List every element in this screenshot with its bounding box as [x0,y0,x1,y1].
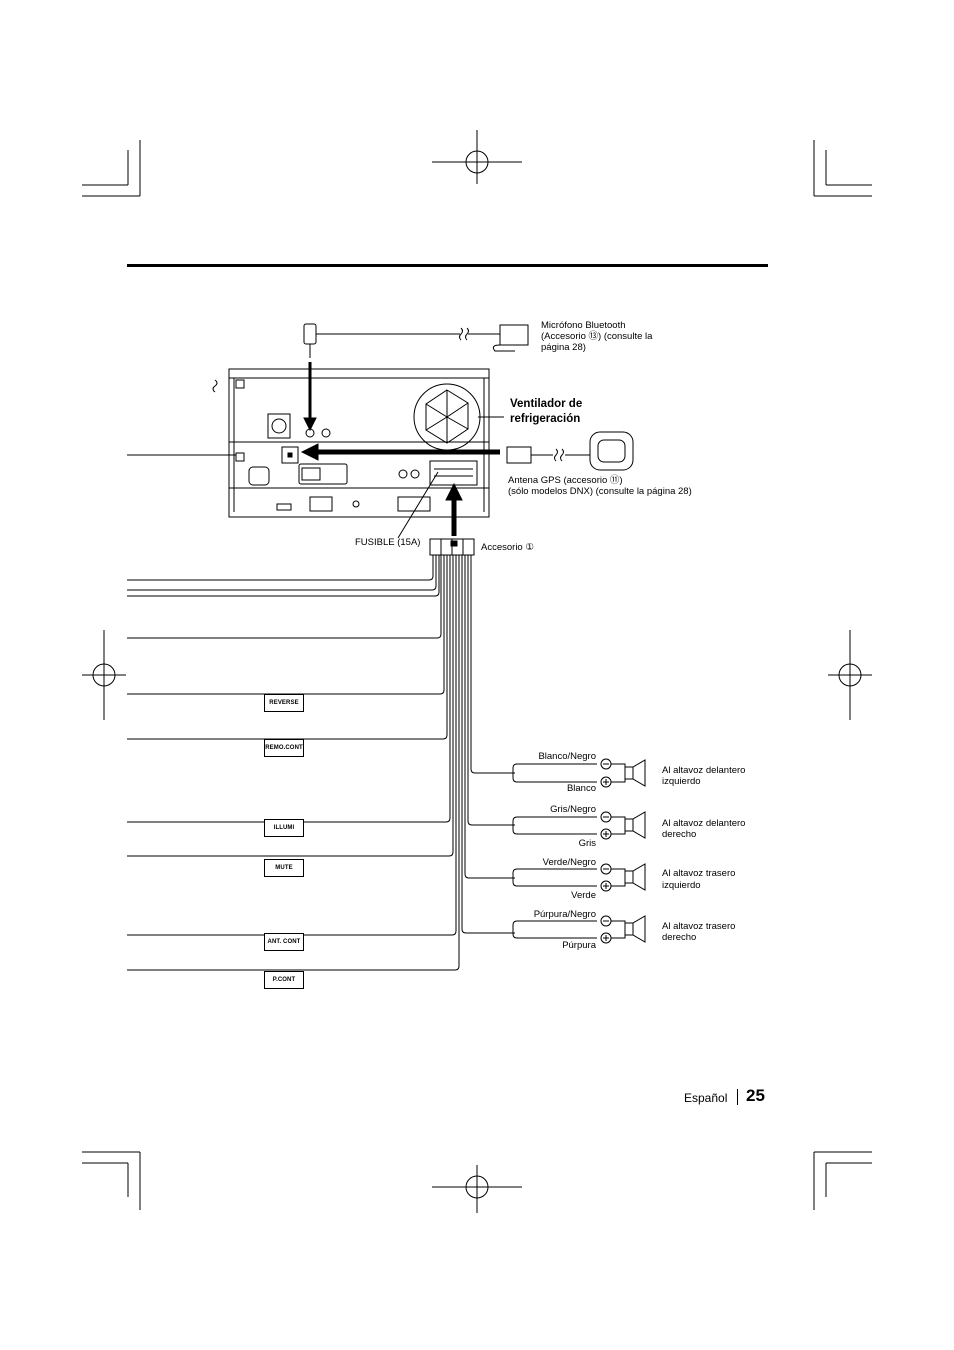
crop-marks [82,140,872,1210]
microphone-label-3: página 28) [541,342,586,353]
speaker-wire-negative-label: Púrpura/Negro [533,909,596,920]
speaker-target-label-2: derecho [662,829,697,840]
connection-arrows [300,362,500,536]
wire-tag-remote-control: REMO.CONT [264,739,304,757]
gps-label-2: (sólo modelos DNX) (consulte la página 2… [508,486,692,497]
wire-harness [127,555,515,971]
speaker-wire-positive-label: Blanco [566,783,596,794]
wire-tag-reverse: REVERSE [264,694,304,712]
footer-language: Español [684,1091,728,1105]
speaker-target-label-1: Al altavoz trasero [662,921,736,932]
speaker-symbols [600,758,646,944]
header-rule [127,264,768,267]
microphone-label-1: Micrófono Bluetooth [541,320,626,331]
speaker-wire-positive-label: Gris [578,838,596,849]
speaker-wire-positive-label: Verde [571,890,596,901]
accessory-label: Accesorio ① [481,542,534,553]
fuse-leader [397,471,439,539]
speaker-target-label-2: izquierdo [662,776,701,787]
speaker-target-label-2: derecho [662,932,697,943]
footer-separator [737,1089,738,1105]
wire-tag-mute: MUTE [264,859,304,877]
speaker-wire-positive-label: Púrpura [562,940,596,951]
microphone-cable [303,323,529,358]
speaker-target-label-2: izquierdo [662,880,701,891]
gps-label-1: Antena GPS (accesorio ⑪) [508,475,623,486]
fan-label-2: refrigeración [510,413,581,425]
wire-tag-illumination: ILLUMI [264,819,304,837]
speaker-target-label-1: Al altavoz delantero [662,818,746,829]
microphone-label-2: (Accesorio ⑬) (consulte la [541,331,653,342]
speaker-wire-negative-label: Verde/Negro [542,857,596,868]
speaker-wire-negative-label: Blanco/Negro [538,751,596,762]
gps-antenna [506,431,634,471]
speaker-wire-negative-label: Gris/Negro [550,804,596,815]
fuse-label: FUSIBLE (15A) [355,537,421,548]
fan-label-1: Ventilador de [510,398,583,410]
wire-tag-antenna-control: ANT. CONT [264,933,304,951]
wire-tag-power-control: P.CONT [264,971,304,989]
page-number: 25 [746,1086,765,1105]
speaker-wires [512,763,597,939]
speaker-target-label-1: Al altavoz trasero [662,868,736,879]
registration-marks [82,130,872,1213]
head-unit [127,368,490,518]
accessory-connector [429,538,475,556]
speaker-target-label-1: Al altavoz delantero [662,765,746,776]
